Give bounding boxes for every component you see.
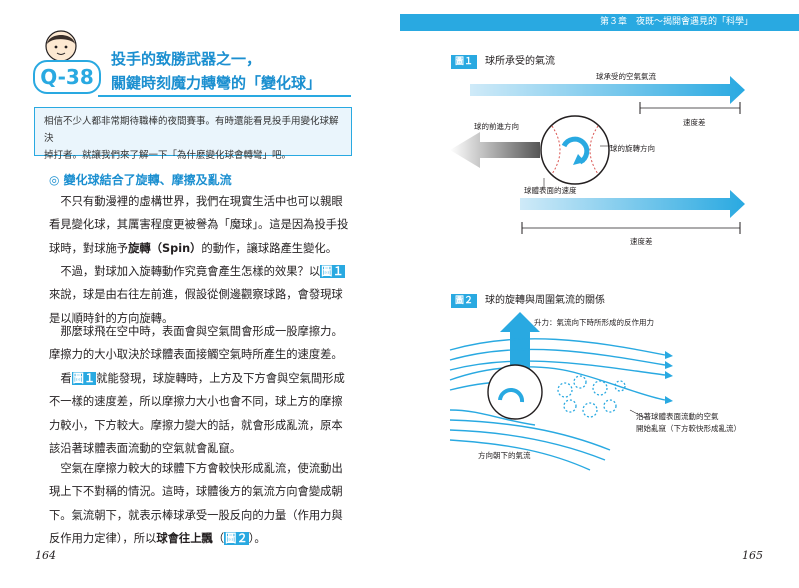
- fig1-label-speed-diff-bottom: 速度差: [630, 237, 653, 246]
- avatar-illustration-icon: [45, 30, 77, 62]
- figure-2-diagram: [449, 312, 673, 471]
- air-flow-arrow-top: [470, 76, 745, 104]
- p4-text-b: 就能發現，球旋轉時，上方及下方會與空氣間形成不一樣的速度差，所以摩擦力大小也會不…: [49, 372, 345, 455]
- p5-text-c: （: [212, 531, 225, 545]
- fig2-tag: 圖２: [451, 294, 478, 308]
- section-heading: ◎ 變化球結合了旋轉、摩擦及亂流: [49, 173, 232, 187]
- spin-arrow-icon: [561, 136, 590, 165]
- p5-text-a: 空氣在摩擦力較大的球體下方會較快形成亂流，使流動出現上下不對稱的情況。這時，球體…: [49, 462, 343, 545]
- fig1-caption: 圖１ 球所承受的氣流: [451, 55, 555, 69]
- fig1-label-direction: 球的前進方向: [474, 122, 519, 131]
- p5-text-d: ）。: [248, 531, 266, 545]
- title-line-2: 關鍵時刻魔力轉彎的「變化球」: [111, 74, 322, 92]
- ball-direction-arrow: [450, 132, 540, 168]
- fig2-label-turbulence-2: 開始亂竄（下方較快形成亂流）: [636, 424, 741, 433]
- p1-text-a: 不只有動漫裡的虛構世界，我們在現實生活中也可以親眼看見變化球，其厲害程度更被譽為…: [49, 195, 349, 255]
- fig1-tag: 圖１: [451, 55, 478, 69]
- fig2-label-turbulence-1: 沿著球體表面流動的空氣: [636, 412, 719, 421]
- fig2-label-lift: 升力：氣流向下時所形成的反作用力: [534, 318, 654, 327]
- title-underline: [98, 95, 351, 97]
- chapter-header-bar: [400, 14, 799, 31]
- paragraph-3: 那麼球飛在空中時，表面會與空氣間會形成一股摩擦力。摩擦力的大小取決於球體表面接觸…: [49, 320, 349, 367]
- baseball-icon: [540, 115, 610, 185]
- airflow-streamlines: [449, 338, 666, 471]
- fig2-title: 球的旋轉與周圍氣流的關係: [485, 295, 606, 306]
- chapter-label: 第３章 夜既～揭開會遇見的「科學」: [599, 17, 753, 27]
- p3-text: 那麼球飛在空中時，表面會與空氣間會形成一股摩擦力。摩擦力的大小取決於球體表面接觸…: [49, 325, 343, 362]
- p4-text-a: 看: [60, 372, 72, 385]
- intro-line-2: 掉打者。就讓我們來了解一下「為什麼變化球會轉彎」吧。: [44, 150, 292, 161]
- p2-figure-ref: 圖１: [320, 265, 345, 278]
- paragraph-1: 不只有動漫裡的虛構世界，我們在現實生活中也可以親眼看見變化球，其厲害程度更被譽為…: [49, 190, 349, 260]
- fig1-label-speed-diff-top: 速度差: [683, 118, 706, 127]
- p1-text-b: 的動作，讓球路產生變化。: [201, 241, 337, 255]
- intro-line-1: 相信不少人都非常期待職棒的夜間賽事。有時還能看見投手用變化球解決: [44, 116, 339, 144]
- intro-box: [34, 107, 352, 156]
- question-title: 投手的致勝武器之一， 關鍵時刻魔力轉彎的「變化球」: [111, 47, 321, 95]
- fig1-label-air: 球承受的空氣氣流: [596, 72, 656, 81]
- paragraph-4: 看圖１就能發現，球旋轉時，上方及下方會與空氣間形成不一樣的速度差，所以摩擦力大小…: [49, 367, 349, 460]
- turbulence-swirls: [557, 375, 626, 418]
- p5-figure-ref: 圖２: [224, 531, 249, 545]
- p5-bold-term: 球會往上飄: [156, 531, 213, 545]
- page-number-left: 164: [35, 549, 56, 562]
- fig1-label-surface-speed: 球體表面的速度: [524, 186, 577, 195]
- fig2-caption: 圖２ 球的旋轉與周圍氣流的關係: [451, 294, 605, 308]
- intro-text: 相信不少人都非常期待職棒的夜間賽事。有時還能看見投手用變化球解決 掉打者。就讓我…: [44, 113, 346, 164]
- page-number-right: 165: [742, 549, 763, 562]
- fig2-label-downflow: 方向朝下的氣流: [478, 451, 531, 460]
- title-line-1: 投手的致勝武器之一，: [111, 50, 262, 68]
- question-number-badge: Q-38: [33, 60, 101, 94]
- paragraph-2: 不過，對球加入旋轉動作究竟會產生怎樣的效果？以圖１ 來說，球是由右往左前進，假設從…: [49, 260, 349, 330]
- p2-text-a: 不過，對球加入旋轉動作究竟會產生怎樣的效果？以: [60, 265, 321, 278]
- figure-1-diagram: [450, 76, 745, 234]
- paragraph-5: 空氣在摩擦力較大的球體下方會較快形成亂流，使流動出現上下不對稱的情況。這時，球體…: [49, 457, 349, 550]
- p2-text-b: 來說，球是由右往左前進，假設從側邊觀察球路，會發現球是以順時針的方向旋轉。: [49, 288, 343, 325]
- p1-bold-term: 旋轉（Spin）: [128, 241, 202, 255]
- streamline-arrowheads: [665, 351, 673, 404]
- fig1-label-spin: 球的旋轉方向: [610, 144, 655, 153]
- fig1-title: 球所承受的氣流: [485, 56, 556, 67]
- surface-speed-arrow-bottom: [520, 190, 745, 218]
- p4-figure-ref: 圖１: [71, 372, 97, 385]
